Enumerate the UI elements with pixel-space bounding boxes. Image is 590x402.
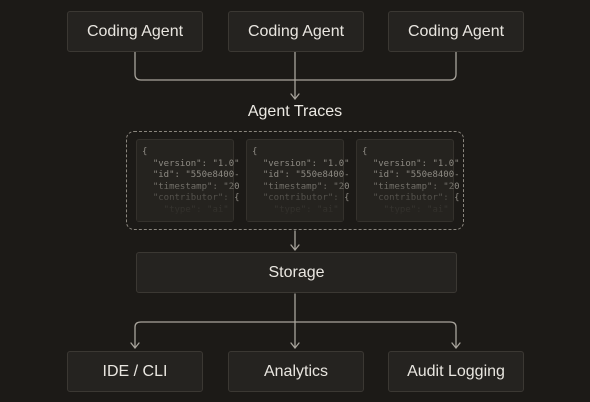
trace-json-snippet: { "version": "1.0" "id": "550e8400- "tim… — [362, 147, 460, 215]
traces-to-storage-arrow — [290, 244, 300, 251]
analytics-node: Analytics — [228, 351, 364, 392]
agent-traces-title: Agent Traces — [247, 103, 343, 120]
audit-logging-node: Audit Logging — [388, 351, 524, 392]
arrow-to-ide — [130, 342, 140, 349]
coding-agent-node-2: Coding Agent — [228, 11, 364, 52]
trace-json-snippet: { "version": "1.0" "id": "550e8400- "tim… — [252, 147, 350, 215]
agent-traces-group — [126, 131, 464, 230]
ide-cli-node: IDE / CLI — [67, 351, 203, 392]
coding-agent-node-3: Coding Agent — [388, 11, 524, 52]
arrow-to-audit — [451, 342, 461, 349]
coding-agent-label: Coding Agent — [407, 22, 505, 40]
agent-to-traces-arrow — [290, 93, 300, 100]
arrow-to-analytics — [290, 342, 300, 349]
trace-card-1: { "version": "1.0" "id": "550e8400- "tim… — [136, 139, 240, 222]
coding-agent-label: Coding Agent — [247, 22, 345, 40]
ide-cli-label: IDE / CLI — [102, 362, 168, 380]
storage-node: Storage — [136, 252, 457, 293]
storage-label: Storage — [268, 263, 325, 281]
analytics-label: Analytics — [263, 362, 329, 380]
trace-json-snippet: { "version": "1.0" "id": "550e8400- "tim… — [142, 147, 240, 215]
trace-card-2: { "version": "1.0" "id": "550e8400- "tim… — [246, 139, 350, 222]
coding-agent-node-1: Coding Agent — [67, 11, 203, 52]
audit-logging-label: Audit Logging — [407, 362, 505, 380]
coding-agent-label: Coding Agent — [86, 22, 184, 40]
trace-card-3: { "version": "1.0" "id": "550e8400- "tim… — [356, 139, 460, 222]
